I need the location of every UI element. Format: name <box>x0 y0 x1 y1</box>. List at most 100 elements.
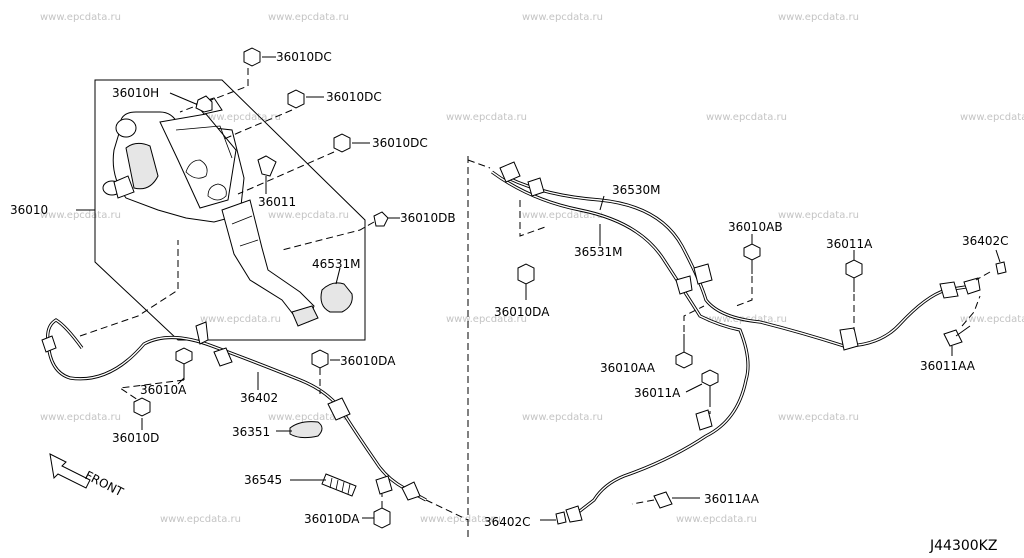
callout-label: 36530M <box>612 183 661 197</box>
nut <box>373 507 391 529</box>
callout-label: 36351 <box>232 425 270 439</box>
callout-label: 36011AA <box>704 492 760 506</box>
callout-label: 36402C <box>962 234 1009 248</box>
watermark: www.epcdata.ru <box>160 514 241 525</box>
callout-label: 36545 <box>244 473 282 487</box>
cable-end <box>527 177 545 197</box>
bolt <box>943 329 963 347</box>
watermark: www.epcdata.ru <box>522 210 603 221</box>
callout-label: 36010DC <box>372 136 428 150</box>
watermark: www.epcdata.ru <box>200 112 281 123</box>
callout-label: 36402C <box>484 515 531 529</box>
callout-label: 36010H <box>112 86 159 100</box>
watermark: www.epcdata.ru <box>778 210 859 221</box>
watermark: www.epcdata.ru <box>268 412 349 423</box>
parking-brake-pedal-assembly <box>102 97 319 327</box>
pedal-assembly-outline <box>94 79 366 341</box>
callout-label: 36011 <box>258 195 296 209</box>
watermark: www.epcdata.ru <box>778 12 859 23</box>
cable-end <box>499 161 521 183</box>
watermark: www.epcdata.ru <box>522 12 603 23</box>
callout-label: 36010A <box>140 383 187 397</box>
front-cable <box>41 318 427 502</box>
watermark: www.epcdata.ru <box>268 12 349 23</box>
dashed-guide <box>683 305 705 332</box>
nut <box>311 349 329 369</box>
watermark: www.epcdata.ru <box>778 412 859 423</box>
rear-cable-right <box>507 176 981 351</box>
watermark: www.epcdata.ru <box>960 112 1024 123</box>
pedal-pad <box>320 282 353 313</box>
dashed-guide <box>975 271 991 281</box>
callout-label: 36402 <box>240 391 278 405</box>
rear-cable-left <box>491 170 750 523</box>
dashed-guide <box>631 499 655 505</box>
front-direction-arrow: FRONT <box>49 453 126 500</box>
dashed-guide <box>467 159 491 169</box>
leader-line <box>599 195 605 211</box>
bolt <box>743 243 761 261</box>
watermark: www.epcdata.ru <box>268 210 349 221</box>
watermark: www.epcdata.ru <box>200 314 281 325</box>
callout-label: 36010DB <box>400 211 456 225</box>
callout-label: 36010DA <box>494 305 550 319</box>
leader-line <box>995 249 1001 263</box>
bolt <box>701 369 719 387</box>
callout-label: 36010 <box>10 203 48 217</box>
dashed-guide <box>961 295 981 327</box>
bracket-clip <box>257 155 277 177</box>
bolt <box>675 351 693 369</box>
clip <box>995 261 1007 275</box>
dashed-guide <box>221 109 293 141</box>
callout-labels: 36010DC 36010H 36010DC 36010DC 36011 360… <box>10 50 1009 529</box>
watermark: www.epcdata.ru <box>40 12 121 23</box>
callout-label: 36011AA <box>920 359 976 373</box>
callout-label: 36531M <box>574 245 623 259</box>
dashed-guide <box>519 200 549 237</box>
grommet <box>289 421 323 439</box>
bolt <box>195 95 213 113</box>
return-spring <box>321 473 357 497</box>
dashed-guide <box>237 151 335 195</box>
callout-label: 36010AA <box>600 361 656 375</box>
watermark-layer: www.epcdata.ru www.epcdata.ru www.epcdat… <box>40 12 1024 525</box>
callout-label: 36010DA <box>340 354 396 368</box>
dashed-guide <box>118 379 185 401</box>
callout-label: 46531M <box>312 257 361 271</box>
dashed-guide <box>735 276 753 307</box>
watermark: www.epcdata.ru <box>446 314 527 325</box>
clip <box>373 211 389 227</box>
bolt-shank <box>955 325 971 337</box>
callout-label: 36010DA <box>304 512 360 526</box>
dashed-guide <box>79 240 179 337</box>
watermark: www.epcdata.ru <box>420 514 501 525</box>
nut <box>517 263 535 285</box>
callout-label: 36010D <box>112 431 159 445</box>
callout-label: 36011A <box>826 237 873 251</box>
bolt <box>845 259 863 279</box>
leader-line <box>685 383 703 393</box>
bolt <box>653 491 673 509</box>
callout-label: 36010DC <box>276 50 332 64</box>
leader-line <box>169 92 197 105</box>
watermark: www.epcdata.ru <box>960 314 1024 325</box>
callout-label: 36010DC <box>326 90 382 104</box>
front-label: FRONT <box>83 468 126 499</box>
diagram-code: J44300KZ <box>929 538 997 554</box>
watermark: www.epcdata.ru <box>446 112 527 123</box>
callout-label: 36011A <box>634 386 681 400</box>
watermark: www.epcdata.ru <box>40 210 121 221</box>
nut <box>333 133 351 153</box>
clip <box>555 511 567 525</box>
leader-line <box>335 267 341 285</box>
watermark: www.epcdata.ru <box>40 412 121 423</box>
watermark: www.epcdata.ru <box>522 412 603 423</box>
leader-line <box>177 377 185 385</box>
nut <box>133 397 151 417</box>
nut <box>243 47 261 67</box>
dashed-guide <box>281 221 375 251</box>
dashed-guide <box>425 499 469 521</box>
watermark: www.epcdata.ru <box>706 112 787 123</box>
